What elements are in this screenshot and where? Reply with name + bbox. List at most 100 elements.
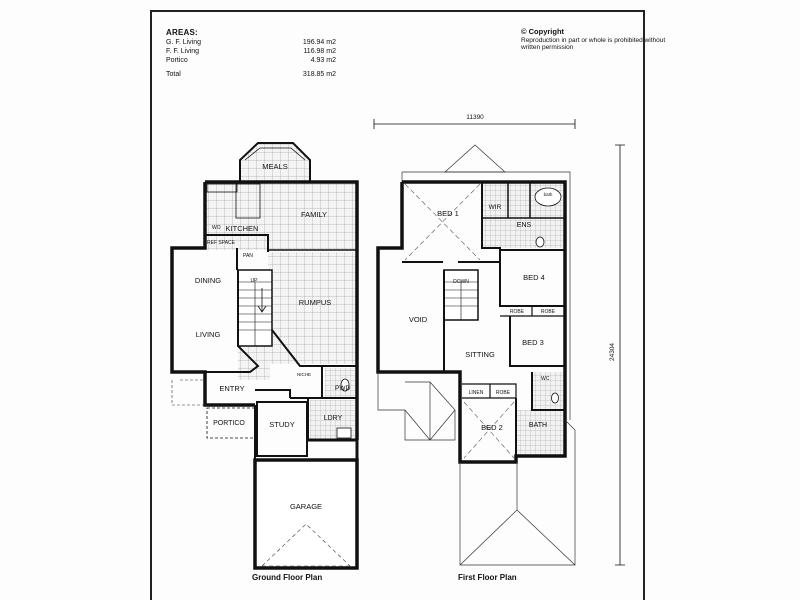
- areas-table: AREAS: G. F. Living 196.94 m2 F. F. Livi…: [166, 28, 336, 79]
- room-label-kitchen: KITCHEN: [226, 224, 259, 233]
- stair-treads: [238, 281, 272, 346]
- room-label-linen: LINEN: [469, 390, 484, 396]
- room-label-wc: WC: [541, 376, 550, 382]
- garage-door-lines: [261, 523, 351, 567]
- kitchen-wall: [205, 234, 269, 270]
- meals-bay-window: [244, 147, 306, 161]
- area-total-label: Total: [166, 71, 181, 78]
- entry-walls: [204, 372, 291, 460]
- garage-front-wall: [308, 438, 359, 460]
- tiled-floor-family: [207, 182, 357, 250]
- room-label-meals: MEALS: [262, 162, 287, 171]
- area-label: Portico: [166, 57, 188, 64]
- portico-slab: [206, 407, 256, 439]
- laundry-tub: [336, 427, 352, 439]
- copyright-text: Reproduction in part or whole is prohibi…: [521, 37, 666, 51]
- room-label-ref-space: REF SPACE: [207, 240, 236, 246]
- area-row: G. F. Living 196.94 m2: [166, 38, 336, 47]
- width-dimension-line: [373, 119, 576, 129]
- area-total-row: Total 318.85 m2: [166, 70, 336, 79]
- first-floor-caption: First Floor Plan: [458, 573, 517, 582]
- room-label-up: UP: [251, 278, 259, 284]
- tiled-floor-wc: [532, 372, 563, 410]
- tiled-floor-meals: [240, 143, 310, 182]
- roof-hip-top: [444, 144, 506, 173]
- bed3-walls: [509, 316, 565, 367]
- ground-floor-caption: Ground Floor Plan: [252, 573, 323, 582]
- room-label-living: LIVING: [196, 330, 221, 339]
- roof-lower-left: [377, 372, 456, 441]
- room-label-bed2: BED 2: [481, 423, 503, 432]
- room-label-study: STUDY: [269, 420, 294, 429]
- room-label-down: DOWN: [453, 279, 469, 285]
- bed1-dashed-lines: [404, 183, 481, 261]
- area-row: F. F. Living 116.98 m2: [166, 47, 336, 56]
- area-value: 4.93 m2: [310, 57, 336, 64]
- living-wall: [205, 270, 260, 373]
- toilet-pwd: [340, 378, 350, 392]
- sheet-border-top: [150, 10, 645, 12]
- room-label-bath-small: bath: [544, 192, 553, 197]
- wc-toilet: [551, 392, 559, 404]
- room-label-wir: WIR: [489, 204, 502, 211]
- room-label-rumpus: RUMPUS: [299, 298, 332, 307]
- room-label-niche: NICHE: [297, 372, 311, 377]
- room-label-ens: ENS: [517, 222, 532, 229]
- ensuite-walls: [508, 182, 565, 219]
- room-label-void: VOID: [409, 315, 428, 324]
- porch-dashed-lines: [171, 379, 205, 406]
- bed2-dashed-lines: [463, 401, 515, 459]
- tiled-floor-powder: [325, 368, 355, 398]
- room-label-family: FAMILY: [301, 210, 327, 219]
- area-row: Portico 4.93 m2: [166, 56, 336, 65]
- area-value: 196.94 m2: [302, 39, 336, 46]
- sheet-border-right: [643, 10, 645, 600]
- depth-dimension-label: 24304: [609, 343, 616, 361]
- room-label-dining: DINING: [195, 276, 221, 285]
- room-label-pwd: PWD: [335, 385, 350, 392]
- tiled-floor-bath: [516, 410, 563, 456]
- roof-garage: [459, 462, 576, 566]
- rumpus-entry-wall: [271, 329, 357, 367]
- kitchen-island: [235, 183, 261, 219]
- room-label-bed4: BED 4: [523, 273, 545, 282]
- room-label-robe-3: ROBE: [496, 390, 511, 396]
- bed2-bath-walls: [515, 372, 565, 456]
- room-label-bed1: BED 1: [437, 209, 459, 218]
- area-value: 116.98 m2: [303, 48, 336, 55]
- bed4-walls: [499, 249, 565, 307]
- room-label-portico: PORTICO: [213, 420, 245, 427]
- copyright-title: © Copyright: [521, 27, 565, 36]
- copyright-notice: © Copyright Reproduction in part or whol…: [521, 28, 671, 51]
- ensuite-toilet: [535, 236, 545, 248]
- linen-robe-walls: [462, 383, 517, 399]
- area-total-value: 318.85 m2: [302, 71, 336, 78]
- sheet-border-left: [150, 10, 152, 600]
- room-label-pan: PAN: [243, 253, 253, 259]
- room-label-robe-1: ROBE: [510, 309, 525, 315]
- width-dimension-label: 11390: [466, 114, 484, 121]
- room-label-entry: ENTRY: [219, 384, 244, 393]
- area-label: F. F. Living: [166, 48, 200, 55]
- room-label-garage: GARAGE: [290, 502, 322, 511]
- first-floor-stair-treads: [444, 281, 478, 320]
- study-room: [256, 401, 308, 457]
- stair-arrow: [257, 288, 267, 313]
- roof-right-eave: [564, 419, 576, 462]
- bed1-walls: [402, 182, 501, 263]
- ground-floor-plan: MEALS FAMILY KITCHEN WO REF SPACE PAN DI…: [170, 142, 359, 570]
- area-label: G. F. Living: [166, 39, 202, 46]
- kitchen-bench: [206, 183, 238, 193]
- room-label-ldry: LDRY: [324, 415, 343, 422]
- room-label-robe-2: ROBE: [541, 309, 556, 315]
- depth-dimension-line: [615, 144, 625, 566]
- room-label-bed3: BED 3: [522, 338, 544, 347]
- room-label-sitting: SITTING: [465, 350, 495, 359]
- areas-heading: AREAS:: [166, 28, 198, 37]
- room-label-bath: BATH: [529, 422, 547, 429]
- room-label-wo: WO: [212, 225, 221, 231]
- garage-room: [253, 458, 359, 570]
- first-floor-plan: 11390 24304: [373, 114, 625, 566]
